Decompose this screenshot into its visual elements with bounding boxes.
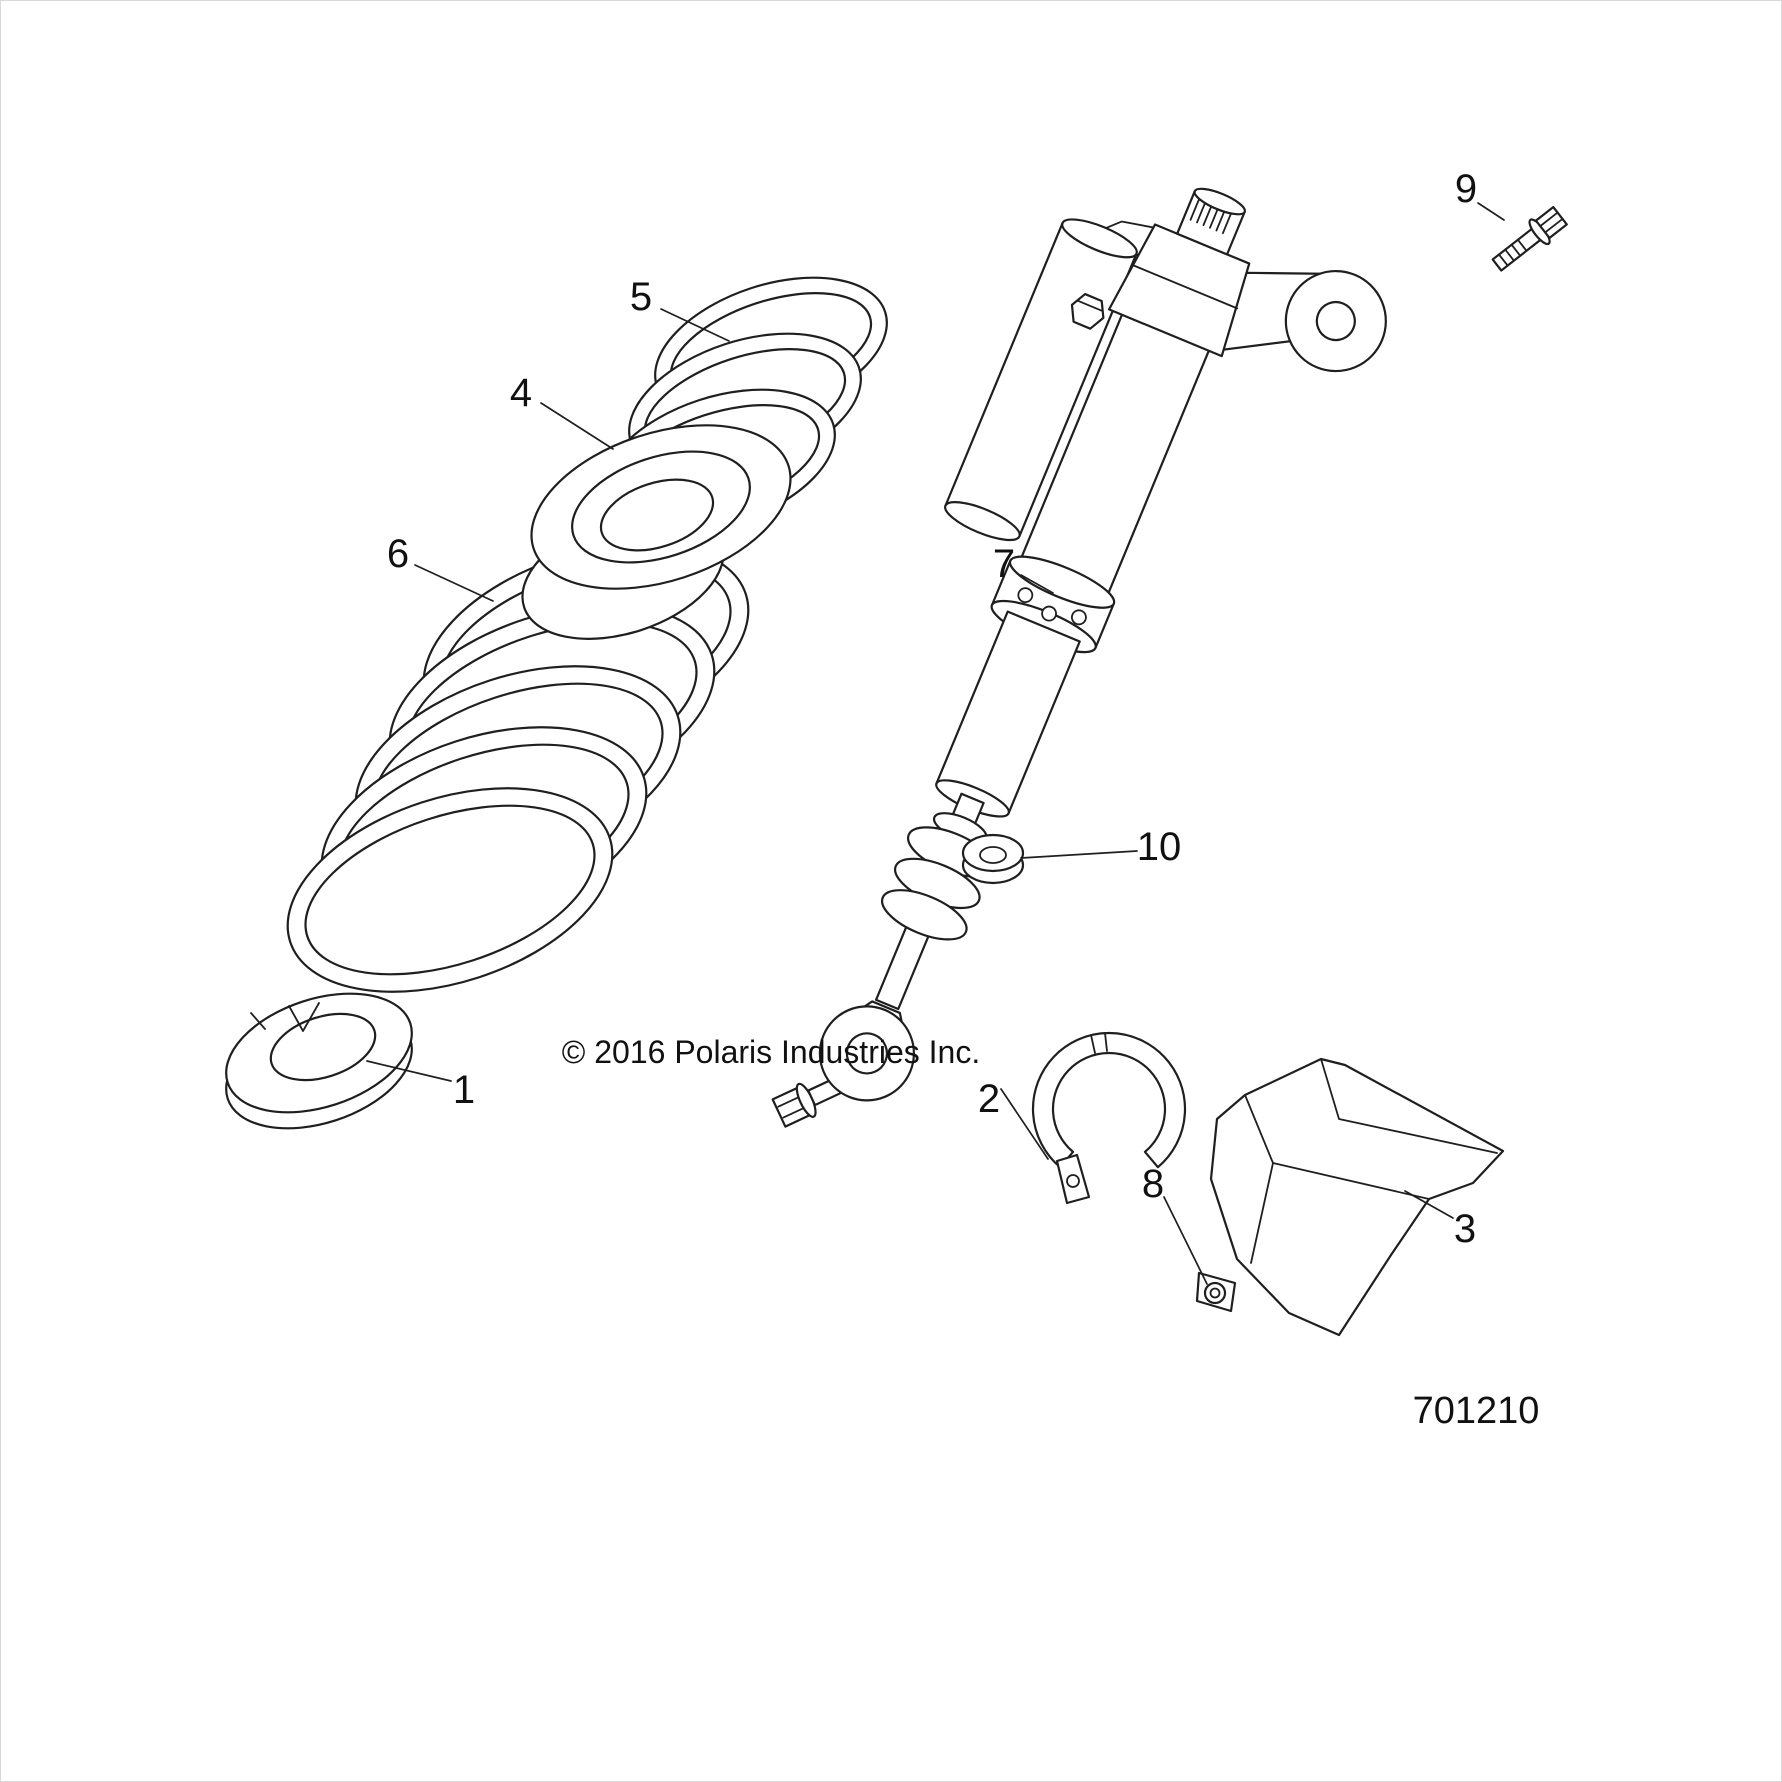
callout-10: 10: [1137, 825, 1182, 869]
drawing-number: 701210: [1413, 1390, 1540, 1432]
shock-absorber-assembly: [818, 187, 1387, 1102]
callout-5: 5: [630, 275, 652, 319]
callout-7: 7: [993, 542, 1015, 586]
leader-7: [1020, 574, 1054, 594]
reservoir-hex-fitting: [1070, 292, 1105, 330]
callout-labels: 5 4 6 7 9 10 1 2 8 3: [387, 167, 1477, 1251]
callout-4: 4: [510, 371, 532, 415]
leader-9: [1477, 202, 1505, 221]
preload-adjuster-ring: [225, 992, 413, 1130]
shock-adjuster-cap: [1176, 187, 1246, 256]
callout-3: 3: [1454, 1207, 1476, 1251]
callout-2: 2: [978, 1077, 1000, 1121]
spring-retainer-clip: [1031, 1031, 1187, 1205]
leader-4: [540, 402, 614, 450]
leader-6: [414, 564, 494, 602]
callout-8: 8: [1142, 1162, 1164, 1206]
main-spring: [286, 543, 750, 993]
shock-eyelet: [818, 1000, 916, 1102]
leader-2: [1000, 1088, 1049, 1160]
leader-1: [366, 1060, 452, 1082]
leader-3: [1404, 1190, 1454, 1219]
callout-6: 6: [387, 532, 409, 576]
washer: [961, 833, 1025, 885]
top-mount-eyelet: [1221, 269, 1387, 373]
leader-8: [1163, 1196, 1208, 1285]
upper-mount-bolt: [1491, 205, 1568, 272]
shock-body: [935, 308, 1213, 818]
callout-9: 9: [1455, 167, 1477, 211]
leader-lines: [366, 202, 1505, 1285]
leader-5: [660, 308, 730, 342]
guard-screw: [1203, 1281, 1227, 1305]
callout-1: 1: [453, 1068, 475, 1112]
leader-10: [1020, 850, 1138, 859]
shock-guard: [1195, 1057, 1505, 1337]
copyright-text: © 2016 Polaris Industries Inc.: [562, 1034, 980, 1070]
spring-retainer-seat: [521, 424, 792, 640]
